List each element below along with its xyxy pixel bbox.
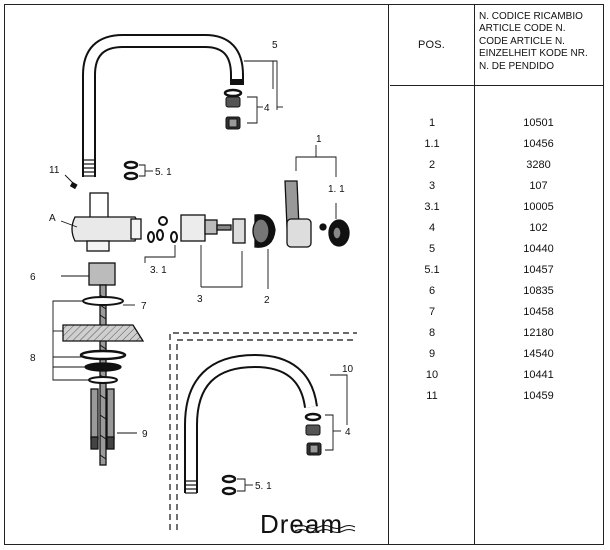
column-divider xyxy=(388,4,389,545)
row-pos: 3.1 xyxy=(424,201,440,213)
column-rule xyxy=(474,85,475,544)
callout-1-1: 1. 1 xyxy=(328,184,345,195)
callout-4-upper: 4 xyxy=(264,103,270,114)
callout-3: 3 xyxy=(197,294,203,305)
code-header-line: EINZELHEIT KODE NR. xyxy=(479,48,588,60)
row-pos: 1 xyxy=(428,117,436,129)
parts-table: POS. N. CODICE RICAMBIO ARTICLE CODE N. … xyxy=(390,5,603,544)
row-code: 107 xyxy=(529,180,548,192)
row-code: 12180 xyxy=(523,327,554,339)
lever-handle xyxy=(284,180,350,248)
row-pos: 5 xyxy=(428,243,436,255)
callout-8: 8 xyxy=(30,353,36,364)
table-row: 4 102 xyxy=(390,219,603,239)
spout-upper xyxy=(82,34,244,177)
mixer-body xyxy=(71,192,142,252)
callout-A: A xyxy=(49,213,56,224)
callout-5-1-lower: 5. 1 xyxy=(255,481,272,492)
callout-labels: 5 4 5. 1 11 1 1. 1 A 3. 1 3 2 6 7 8 9 10… xyxy=(30,40,354,492)
row-pos: 7 xyxy=(428,306,436,318)
row-code: 3280 xyxy=(526,159,551,171)
page-frame xyxy=(4,4,604,545)
exploded-diagram: 5 4 5. 1 11 1 1. 1 A 3. 1 3 2 6 7 8 9 10… xyxy=(30,34,357,539)
dream-logo: Dream xyxy=(260,509,356,539)
table-row: 1 10501 xyxy=(390,114,603,134)
row-code: 10456 xyxy=(523,138,554,150)
code-header-line: N. DE PENDIDO xyxy=(479,60,555,72)
cap-nut xyxy=(232,214,276,248)
pos-header: POS. xyxy=(417,39,446,51)
o-rings-lower xyxy=(221,474,237,496)
logo-text: Dream xyxy=(260,509,343,539)
table-row: 3.1 10005 xyxy=(390,198,603,218)
table-row: 8 12180 xyxy=(390,324,603,344)
row-pos: 2 xyxy=(428,159,436,171)
table-row: 7 10458 xyxy=(390,303,603,323)
callout-1: 1 xyxy=(316,134,322,145)
spout-thread xyxy=(83,159,95,177)
table-row: 11 10459 xyxy=(390,387,603,407)
table-row: 3 107 xyxy=(390,177,603,197)
callout-10: 10 xyxy=(342,364,354,375)
row-code: 10458 xyxy=(523,306,554,318)
code-header: N. CODICE RICAMBIO ARTICLE CODE N. CODE … xyxy=(474,5,603,85)
aerator-parts-upper xyxy=(223,88,243,130)
table-row: 2 3280 xyxy=(390,156,603,176)
row-code: 10835 xyxy=(523,285,554,297)
row-pos: 5.1 xyxy=(424,264,440,276)
callout-7: 7 xyxy=(141,301,147,312)
code-header-line: N. CODICE RICAMBIO xyxy=(479,11,583,22)
callout-6: 6 xyxy=(30,272,36,283)
callout-5-1-upper: 5. 1 xyxy=(155,167,172,178)
header-rule xyxy=(390,85,603,86)
table-row: 9 14540 xyxy=(390,345,603,365)
row-code: 10441 xyxy=(523,369,554,381)
row-pos: 11 xyxy=(426,390,438,402)
row-pos: 1.1 xyxy=(424,138,440,150)
callout-5: 5 xyxy=(272,40,278,51)
o-rings-upper xyxy=(123,160,139,181)
row-pos: 8 xyxy=(428,327,436,339)
callout-9: 9 xyxy=(142,429,148,440)
row-pos: 3 xyxy=(428,180,436,192)
table-row: 5.1 10457 xyxy=(390,261,603,281)
code-header-line: CODE ARTICLE N. xyxy=(479,35,565,47)
row-pos: 9 xyxy=(428,348,436,360)
leader-lines xyxy=(52,60,348,492)
row-code: 10457 xyxy=(523,264,554,276)
table-row: 6 10835 xyxy=(390,282,603,302)
row-code: 10459 xyxy=(523,390,554,402)
mounting-kit xyxy=(62,262,145,466)
row-code: 10501 xyxy=(523,117,554,129)
spout-lower xyxy=(184,353,318,494)
callout-4-lower: 4 xyxy=(345,427,351,438)
row-code: 10005 xyxy=(523,201,554,213)
cartridge-parts xyxy=(147,214,232,243)
dashed-subframe xyxy=(169,332,357,530)
row-code: 14540 xyxy=(523,348,554,360)
callout-3-1: 3. 1 xyxy=(150,265,167,276)
table-row: 10 10441 xyxy=(390,366,603,386)
row-pos: 10 xyxy=(425,369,439,381)
row-pos: 6 xyxy=(428,285,436,297)
row-code: 10440 xyxy=(523,243,554,255)
table-row: 1.1 10456 xyxy=(390,135,603,155)
table-row: 5 10440 xyxy=(390,240,603,260)
row-code: 102 xyxy=(529,222,548,234)
callout-2: 2 xyxy=(264,295,270,306)
callout-11: 11 xyxy=(49,165,60,176)
aerator-parts-lower xyxy=(304,412,322,456)
code-header-line: ARTICLE CODE N. xyxy=(479,23,566,35)
row-pos: 4 xyxy=(428,222,436,234)
grub-screw-11 xyxy=(69,181,78,190)
